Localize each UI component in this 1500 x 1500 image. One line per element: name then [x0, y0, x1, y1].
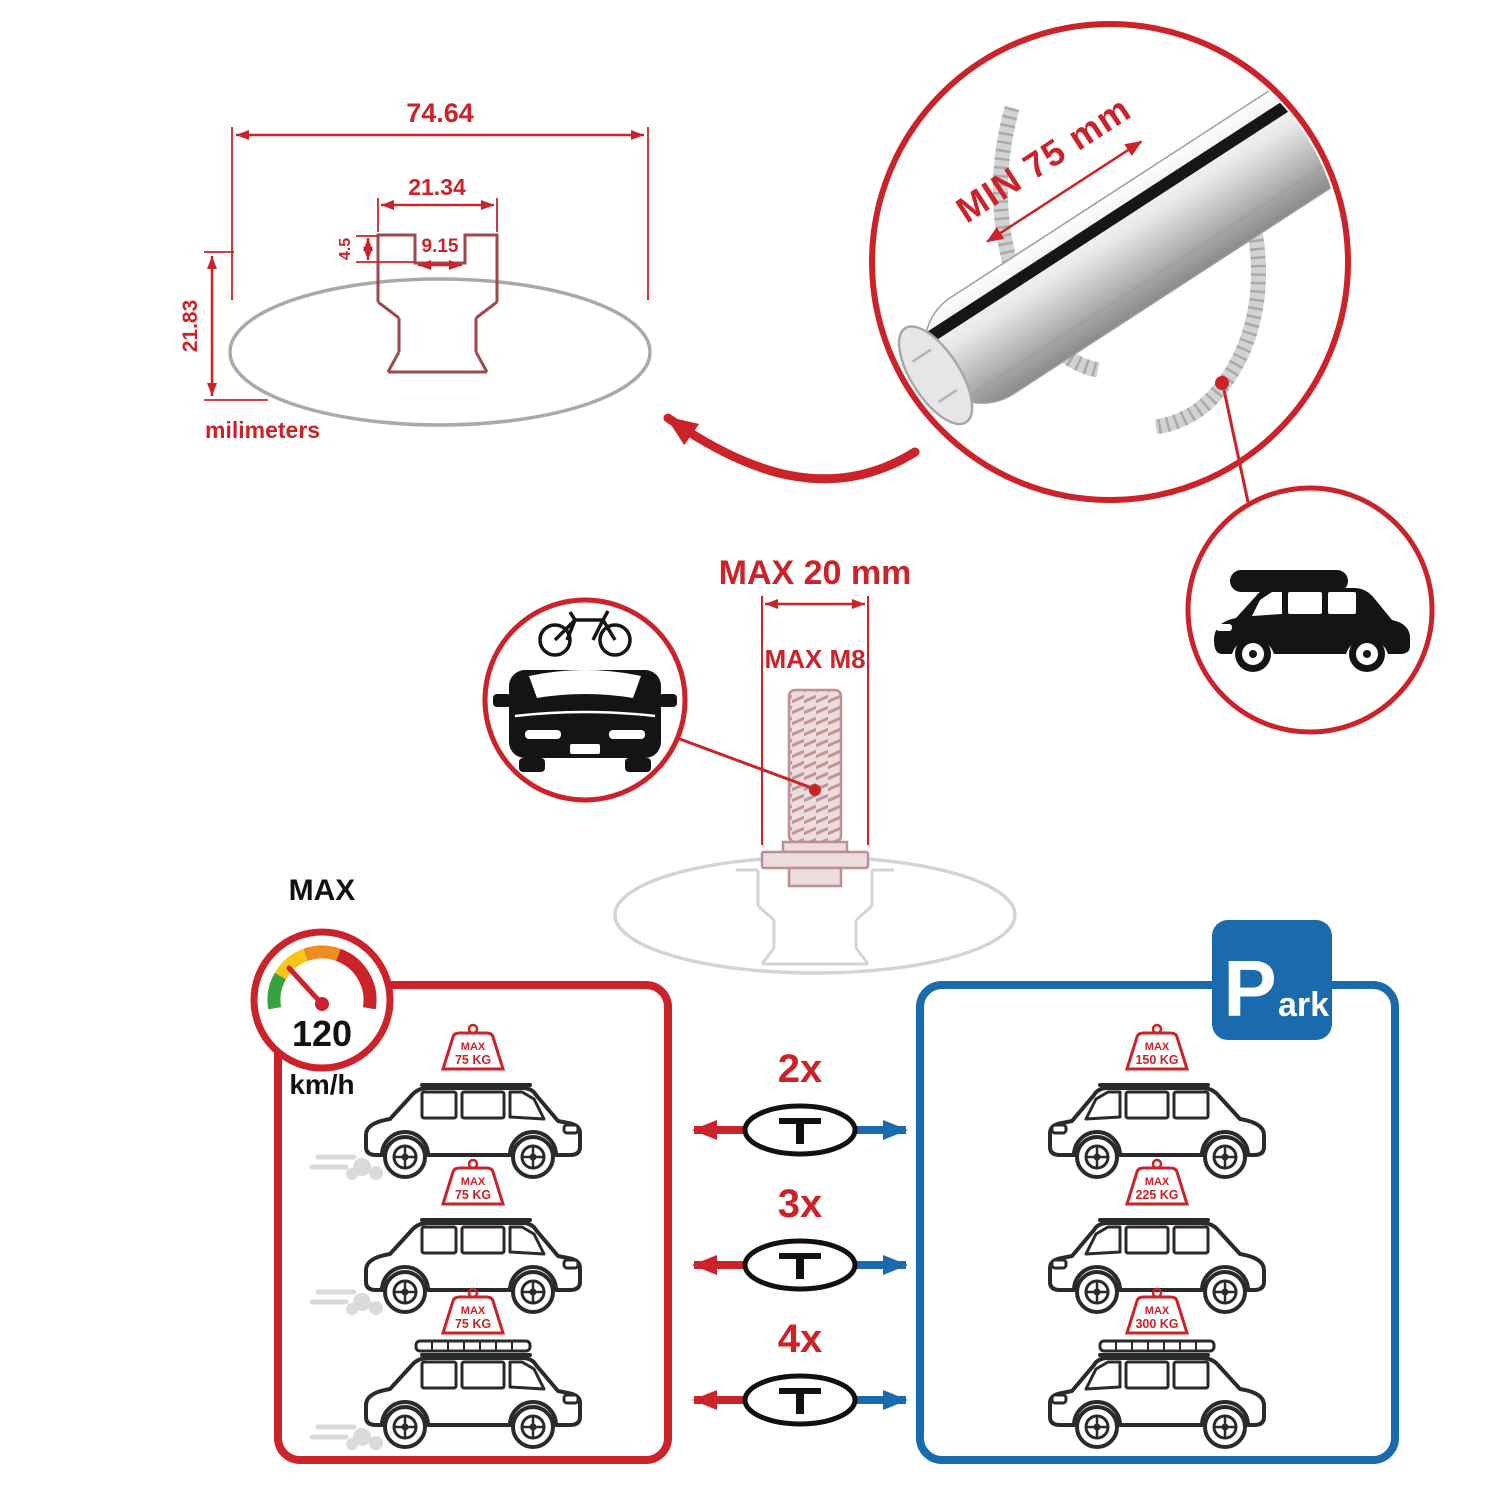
bike-car-circle	[482, 597, 688, 803]
parking-panel: MAX 150 KG MAX 225 KG MAX 300 KG	[916, 920, 1399, 1464]
rail-clamp-right	[1154, 195, 1266, 435]
suv-with-roofbox	[1214, 570, 1410, 672]
wheel-front	[1235, 636, 1271, 672]
cross-section-dimension-diagram: 74.64 21.34 9.15 4.5 21.83 milimeters	[179, 98, 652, 443]
driving-car-row-2: MAX 75 KG	[312, 1158, 582, 1315]
bicycle-icon	[538, 610, 632, 657]
svg-text:75 KG: 75 KG	[455, 1317, 491, 1331]
driving-panel: MAX 75 KG MAX 75 KG MAX 75 KG	[274, 981, 672, 1464]
driving-car-row-3: MAX 75 KG	[312, 1287, 582, 1450]
roof-load-tag: MAX 75 KG	[440, 1023, 506, 1071]
speed-unit: km/h	[289, 1069, 354, 1100]
rubber-strip	[923, 39, 1343, 344]
gauge-arc	[267, 945, 377, 1010]
driving-car-row-1: MAX 75 KG	[312, 1023, 582, 1180]
roof-load-tag: MAX 225 KG	[1124, 1158, 1190, 1206]
wheel-rear	[1349, 636, 1385, 672]
parking-sign-p: P	[1223, 944, 1276, 1033]
bolt-diagram: MAX 20 mm MAX M8	[613, 554, 1017, 975]
bar-cross-section-icon	[742, 1238, 858, 1292]
dim-total-height: 21.83	[179, 300, 202, 353]
svg-text:MAX: MAX	[1145, 1176, 1170, 1188]
t-bolt	[760, 688, 870, 888]
multiplier-label-3: 4x	[778, 1317, 823, 1361]
bolt-dot	[809, 784, 821, 796]
detail-dot	[1215, 376, 1229, 390]
dim-slot-inner: 9.15	[422, 236, 459, 257]
dim-lip-depth: 4.5	[337, 238, 354, 260]
parking-sign: P ark	[1212, 920, 1332, 1040]
svg-text:150 KG: 150 KG	[1135, 1053, 1178, 1067]
svg-text:MAX: MAX	[461, 1176, 486, 1188]
parking-sign-ark: ark	[1278, 986, 1329, 1024]
speed-value: 120	[292, 1013, 352, 1054]
units-label: milimeters	[205, 417, 320, 443]
multiplier-label-2: 3x	[778, 1182, 823, 1226]
max-bolt-width-label: MAX 20 mm	[719, 554, 912, 592]
bar-profile-ellipse	[228, 277, 652, 427]
max-thread-label: MAX M8	[764, 644, 865, 674]
ghost-t-slot	[736, 868, 894, 966]
roof-load-tag: MAX 300 KG	[1124, 1287, 1190, 1335]
speed-limit-gauge: MAX 120 km/h	[250, 874, 394, 1100]
parked-car-row-2: MAX 225 KG	[1048, 1158, 1266, 1314]
svg-text:300 KG: 300 KG	[1135, 1317, 1178, 1331]
gauge-needle	[286, 965, 325, 1007]
dim-total-width: 74.64	[406, 98, 474, 128]
svg-text:MAX: MAX	[1145, 1305, 1170, 1317]
t-slot-profile	[376, 233, 499, 374]
bar-cross-section-icon	[742, 1103, 858, 1157]
roofbox-car-circle	[1185, 485, 1435, 735]
svg-text:MAX: MAX	[1145, 1041, 1170, 1053]
bar-cross-section-icon	[742, 1373, 858, 1427]
multiplier-arrows: 2x 3x 4x	[692, 1047, 908, 1427]
svg-text:75 KG: 75 KG	[455, 1053, 491, 1067]
dim-slot-outer: 21.34	[408, 174, 466, 200]
parked-car-row-1: MAX 150 KG	[1048, 1023, 1266, 1179]
roof-load-tag: MAX 75 KG	[440, 1158, 506, 1206]
svg-text:MAX: MAX	[461, 1305, 486, 1317]
pointer-arrow	[663, 413, 920, 484]
parked-car-row-3: MAX 300 KG	[1048, 1287, 1266, 1449]
car-front-view	[493, 670, 677, 772]
aluminum-crossbar	[897, 39, 1343, 426]
bar-end-cap	[897, 325, 974, 426]
multiplier-label-1: 2x	[778, 1047, 823, 1091]
crossbar-detail-circle: MIN 75 mm	[869, 21, 1351, 503]
roof-load-tag: MAX 75 KG	[440, 1287, 506, 1335]
speed-max-label: MAX	[289, 874, 356, 907]
svg-text:MAX: MAX	[461, 1041, 486, 1053]
roof-box	[1230, 570, 1348, 592]
svg-text:75 KG: 75 KG	[455, 1188, 491, 1202]
roof-load-tag: MAX 150 KG	[1124, 1023, 1190, 1071]
svg-text:225 KG: 225 KG	[1135, 1188, 1178, 1202]
